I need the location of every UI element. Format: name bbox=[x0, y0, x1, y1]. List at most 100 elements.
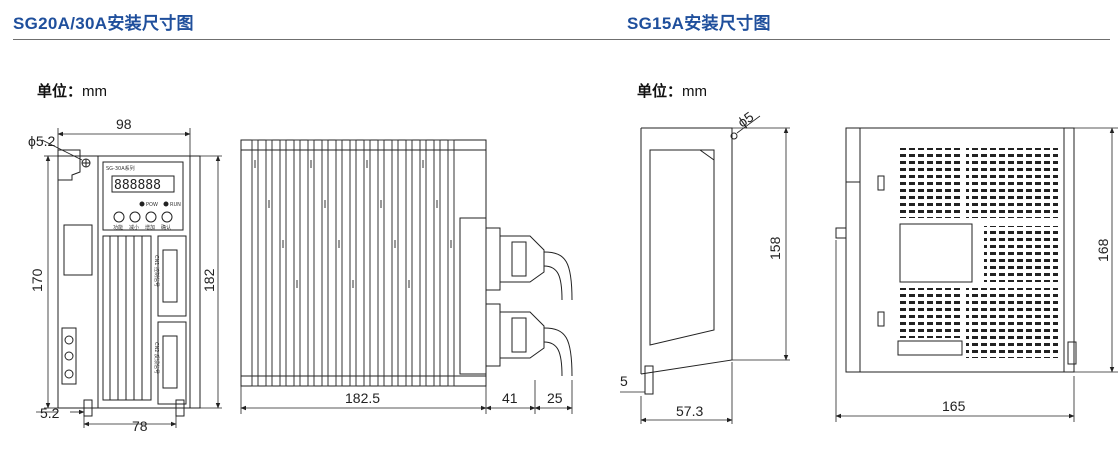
unit-prefix: 单位： bbox=[37, 83, 83, 100]
nameplate bbox=[899, 223, 973, 283]
key-up-icon bbox=[145, 211, 157, 223]
heatsink-fin bbox=[349, 139, 357, 387]
key-down-icon bbox=[129, 211, 141, 223]
cn2-cable bbox=[543, 341, 563, 377]
key-label-function: 功能 bbox=[113, 224, 123, 231]
cn1-label: CN1 控制信号 bbox=[153, 255, 160, 287]
heatsink-fin bbox=[377, 139, 385, 387]
heatsink-fin bbox=[321, 139, 329, 387]
header-divider bbox=[13, 39, 1110, 40]
heatsink-fin bbox=[307, 139, 315, 387]
cn1-cable bbox=[543, 265, 563, 301]
cn2-label: CN2 反馈信号 bbox=[153, 342, 160, 374]
heatsink-fins bbox=[251, 139, 455, 387]
connector-bracket bbox=[459, 217, 487, 375]
ground-screw-icon bbox=[64, 369, 74, 379]
side-clip bbox=[877, 311, 885, 327]
dim-depth-182-5: 182.5 bbox=[345, 390, 380, 406]
dim-hole-5: ϕ5 bbox=[735, 108, 757, 130]
side-dimension-lines bbox=[240, 376, 573, 414]
cn2-grip bbox=[511, 317, 527, 353]
heatsink-fin bbox=[279, 139, 287, 387]
side-connectors bbox=[459, 217, 573, 377]
cn2-socket bbox=[162, 335, 178, 389]
unit-label-left: 单位：mm bbox=[37, 80, 107, 101]
dim-hole-dia: ϕ5.2 bbox=[28, 133, 56, 149]
label-window bbox=[63, 224, 93, 276]
led-run-icon bbox=[163, 201, 169, 207]
cn1-plug bbox=[485, 227, 501, 291]
front-dimension-lines bbox=[36, 128, 222, 428]
seven-seg-display bbox=[111, 175, 175, 193]
heatsink-fin bbox=[293, 139, 301, 387]
heatsink-fin bbox=[419, 139, 427, 387]
dim-height-158: 158 bbox=[767, 236, 783, 260]
front-fin-panel bbox=[102, 235, 152, 401]
unit-value: mm bbox=[82, 83, 108, 100]
heatsink-fin bbox=[405, 139, 413, 387]
key-label-enter: 确认 bbox=[161, 224, 171, 231]
front-plate bbox=[640, 127, 733, 375]
front-face bbox=[649, 149, 715, 346]
heatsink-fin bbox=[335, 139, 343, 387]
key-function-icon bbox=[113, 211, 125, 223]
side-latch bbox=[1067, 341, 1077, 365]
key-label-down: 减小 bbox=[129, 224, 139, 231]
operator-panel bbox=[102, 161, 184, 231]
mount-hole bbox=[730, 132, 738, 140]
cn2-shell bbox=[500, 311, 545, 359]
display-digits: 888888 bbox=[114, 178, 161, 193]
dim-height-170: 170 bbox=[29, 268, 45, 292]
cn2-housing bbox=[157, 321, 187, 405]
terminal-block bbox=[61, 327, 77, 385]
dim-depth-165: 165 bbox=[942, 398, 966, 414]
sg15-front-dimensions bbox=[620, 115, 790, 424]
cn1-cable bbox=[543, 251, 573, 301]
cn2-cable bbox=[543, 327, 573, 377]
heatsink-fin bbox=[433, 139, 441, 387]
sg15-side-dimensions bbox=[835, 127, 1118, 422]
front-body bbox=[57, 155, 191, 409]
cn2-plug bbox=[485, 303, 501, 367]
dim-height-182: 182 bbox=[201, 268, 217, 292]
sg15a-heading: SG15A安装尺寸图 bbox=[627, 14, 771, 33]
cn1-grip bbox=[511, 241, 527, 277]
unit-value: mm bbox=[682, 83, 708, 100]
dim-offset-5-2: 5.2 bbox=[40, 405, 60, 421]
heatsink-fin bbox=[391, 139, 399, 387]
led-pow-label: POW bbox=[146, 202, 158, 208]
dim-width-57-3: 57.3 bbox=[676, 403, 703, 419]
dim-depth-25: 25 bbox=[547, 390, 563, 406]
led-pow-icon bbox=[139, 201, 145, 207]
ground-screw-icon bbox=[64, 351, 74, 361]
heatsink-fin bbox=[363, 139, 371, 387]
dim-slot-5: 5 bbox=[620, 373, 628, 389]
dim-height-168: 168 bbox=[1095, 238, 1111, 262]
heatsink-fin bbox=[447, 139, 455, 387]
mount-ear bbox=[57, 149, 81, 181]
side-tab bbox=[835, 227, 847, 239]
unit-label-right: 单位：mm bbox=[637, 80, 707, 101]
heatsink-fin bbox=[265, 139, 273, 387]
heatsink-edge bbox=[189, 155, 201, 409]
dim-depth-41: 41 bbox=[502, 390, 518, 406]
unit-prefix: 单位： bbox=[637, 83, 683, 100]
cn1-shell bbox=[500, 235, 545, 283]
side-body bbox=[845, 127, 1075, 373]
key-enter-icon bbox=[161, 211, 173, 223]
heatsink-fin bbox=[251, 139, 259, 387]
vent-grilles bbox=[898, 148, 1058, 358]
sg20-30a-heading: SG20A/30A安装尺寸图 bbox=[13, 14, 194, 33]
sg15-side-view bbox=[835, 127, 1077, 373]
cn1-housing bbox=[157, 235, 187, 317]
key-label-up: 增加 bbox=[145, 224, 155, 231]
mount-slot bbox=[644, 365, 654, 395]
cn1-socket bbox=[162, 249, 178, 303]
panel-model-label: SG-30A系列 bbox=[106, 165, 135, 172]
side-clip bbox=[877, 175, 885, 191]
sg15-front-view bbox=[640, 127, 738, 395]
dim-width-78: 78 bbox=[132, 418, 148, 434]
sg20-front-view bbox=[57, 149, 201, 417]
dim-width-98: 98 bbox=[116, 116, 132, 132]
